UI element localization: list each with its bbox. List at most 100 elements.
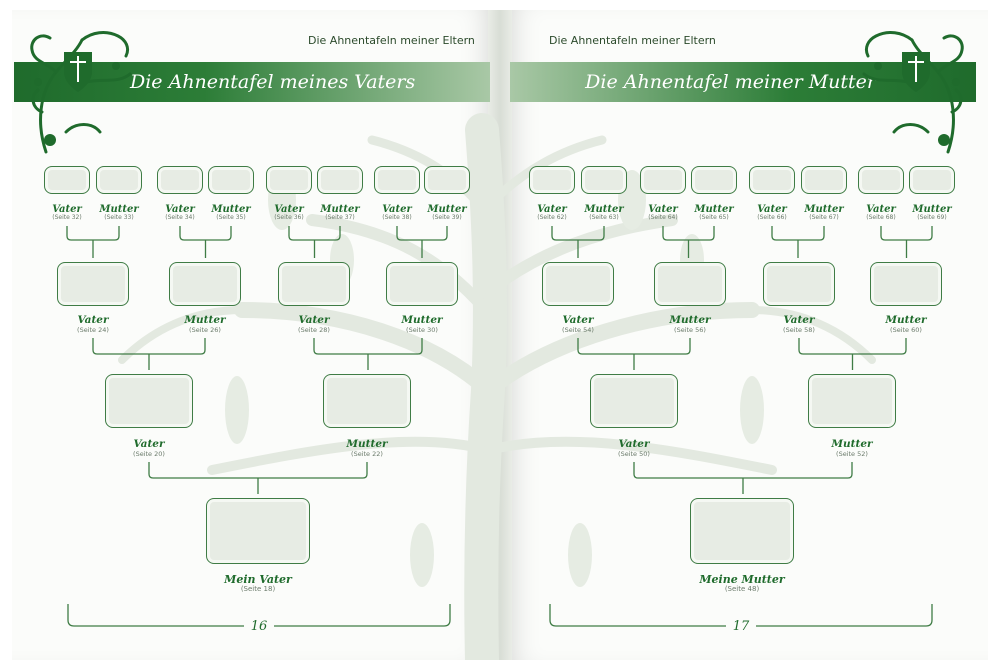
ancestor-role: Mutter [912,204,952,215]
right_page-gen4-box-7[interactable] [909,166,955,194]
right_page-gen3-box-0[interactable] [542,262,614,306]
left_page-gen4-label-1: Mutter(Seite 33) [92,204,146,222]
page-reference: (Seite 36) [274,214,304,221]
ancestor-role: Vater [757,204,787,215]
right_page-gen4-box-3[interactable] [691,166,737,194]
page-number-right: 17 [726,619,756,634]
right_page-gen4-label-5: Mutter(Seite 67) [797,204,851,222]
ancestor-role: Vater [133,438,165,450]
page-reference: (Seite 66) [757,214,787,221]
ancestor-role: Mutter [885,314,927,326]
left_page-gen4-label-2: Vater(Seite 34) [153,204,207,222]
left_page-gen4-box-7[interactable] [424,166,470,194]
right_page-gen4-box-2[interactable] [640,166,686,194]
left_page-gen1-label: Mein Vater(Seite 18) [198,573,318,594]
page-reference: (Seite 28) [298,325,330,334]
left_page-gen4-box-3[interactable] [208,166,254,194]
ancestor-role: Vater [165,204,195,215]
ancestor-role: Mutter [99,204,139,215]
right_page-gen1-box[interactable] [690,498,794,564]
left_page-gen4-box-4[interactable] [266,166,312,194]
ancestor-role: Mutter [211,204,251,215]
left_page-gen4-box-6[interactable] [374,166,420,194]
left_page-gen3-box-1[interactable] [169,262,241,306]
right_page-gen4-label-2: Vater(Seite 64) [636,204,690,222]
right_page-gen4-box-5[interactable] [801,166,847,194]
left_page-gen2-box-0[interactable] [105,374,193,428]
ancestor-role: Vater [537,204,567,215]
right_page-gen2-box-1[interactable] [808,374,896,428]
right_page-gen4-box-6[interactable] [858,166,904,194]
left_page-gen4-box-0[interactable] [44,166,90,194]
page-reference: (Seite 34) [165,214,195,221]
left_page-gen4-label-7: Mutter(Seite 39) [420,204,474,222]
left_page-gen2-box-1[interactable] [323,374,411,428]
page-reference: (Seite 48) [724,585,760,594]
right_page-gen4-box-1[interactable] [581,166,627,194]
ancestor-role: Mutter [831,438,873,450]
page-reference: (Seite 30) [406,325,438,334]
page-reference: (Seite 68) [866,214,896,221]
left_page-gen4-box-5[interactable] [317,166,363,194]
ancestor-role: Mutter [346,438,388,450]
right_page-gen3-box-3[interactable] [870,262,942,306]
ancestor-role: Mutter [320,204,360,215]
right_page-gen3-label-1: Mutter(Seite 56) [650,314,730,334]
left_page-gen2-label-0: Vater(Seite 20) [104,438,194,458]
page-reference: (Seite 69) [917,214,947,221]
right_page-gen3-label-0: Vater(Seite 54) [538,314,618,334]
ancestor-role: Mutter [427,204,467,215]
left_page-gen4-box-1[interactable] [96,166,142,194]
page-reference: (Seite 50) [618,449,650,458]
left_page-gen4-label-0: Vater(Seite 32) [40,204,94,222]
page-reference: (Seite 24) [77,325,109,334]
page-reference: (Seite 33) [104,214,134,221]
page-reference: (Seite 18) [240,585,276,594]
right_page-gen4-box-0[interactable] [529,166,575,194]
page-reference: (Seite 64) [648,214,678,221]
left_page-gen3-label-3: Mutter(Seite 30) [382,314,462,334]
right_page-gen1-label: Meine Mutter(Seite 48) [682,573,802,594]
right_page-gen4-label-1: Mutter(Seite 63) [577,204,631,222]
ancestor-role: Meine Mutter [699,573,785,586]
left_page-gen1-box[interactable] [206,498,310,564]
right_page-gen3-box-2[interactable] [763,262,835,306]
left-page-title: Die Ahnentafel meines Vaters [130,71,416,93]
page-reference: (Seite 67) [809,214,839,221]
right_page-gen3-label-3: Mutter(Seite 60) [866,314,946,334]
page-reference: (Seite 63) [589,214,619,221]
floral-crest-ornament-icon [30,31,132,154]
page-reference: (Seite 37) [325,214,355,221]
ancestor-role: Mutter [669,314,711,326]
left_page-gen4-label-5: Mutter(Seite 37) [313,204,367,222]
ancestor-role: Mutter [184,314,226,326]
right_page-gen2-label-1: Mutter(Seite 52) [807,438,897,458]
floral-crest-ornament-icon [862,31,964,154]
left_page-gen3-label-1: Mutter(Seite 26) [165,314,245,334]
left_page-gen4-label-6: Vater(Seite 38) [370,204,424,222]
ancestor-role: Vater [52,204,82,215]
left_page-gen3-box-0[interactable] [57,262,129,306]
page-reference: (Seite 65) [699,214,729,221]
right_page-gen4-box-4[interactable] [749,166,795,194]
page-reference: (Seite 32) [52,214,82,221]
page-reference: (Seite 60) [890,325,922,334]
page-reference: (Seite 54) [562,325,594,334]
left_page-gen3-box-3[interactable] [386,262,458,306]
right_page-gen4-label-3: Mutter(Seite 65) [687,204,741,222]
ancestor-role: Vater [648,204,678,215]
right_page-gen2-box-0[interactable] [590,374,678,428]
page-number-left: 16 [244,619,274,634]
right_page-gen3-label-2: Vater(Seite 58) [759,314,839,334]
ancestor-role: Vater [77,314,109,326]
ancestor-role: Vater [562,314,594,326]
page-reference: (Seite 26) [189,325,221,334]
left_page-gen4-box-2[interactable] [157,166,203,194]
page-reference: (Seite 52) [836,449,868,458]
left_page-gen3-label-0: Vater(Seite 24) [53,314,133,334]
running-head-left: Die Ahnentafeln meiner Eltern [308,34,475,47]
right_page-gen3-box-1[interactable] [654,262,726,306]
page-reference: (Seite 35) [216,214,246,221]
left_page-gen3-box-2[interactable] [278,262,350,306]
